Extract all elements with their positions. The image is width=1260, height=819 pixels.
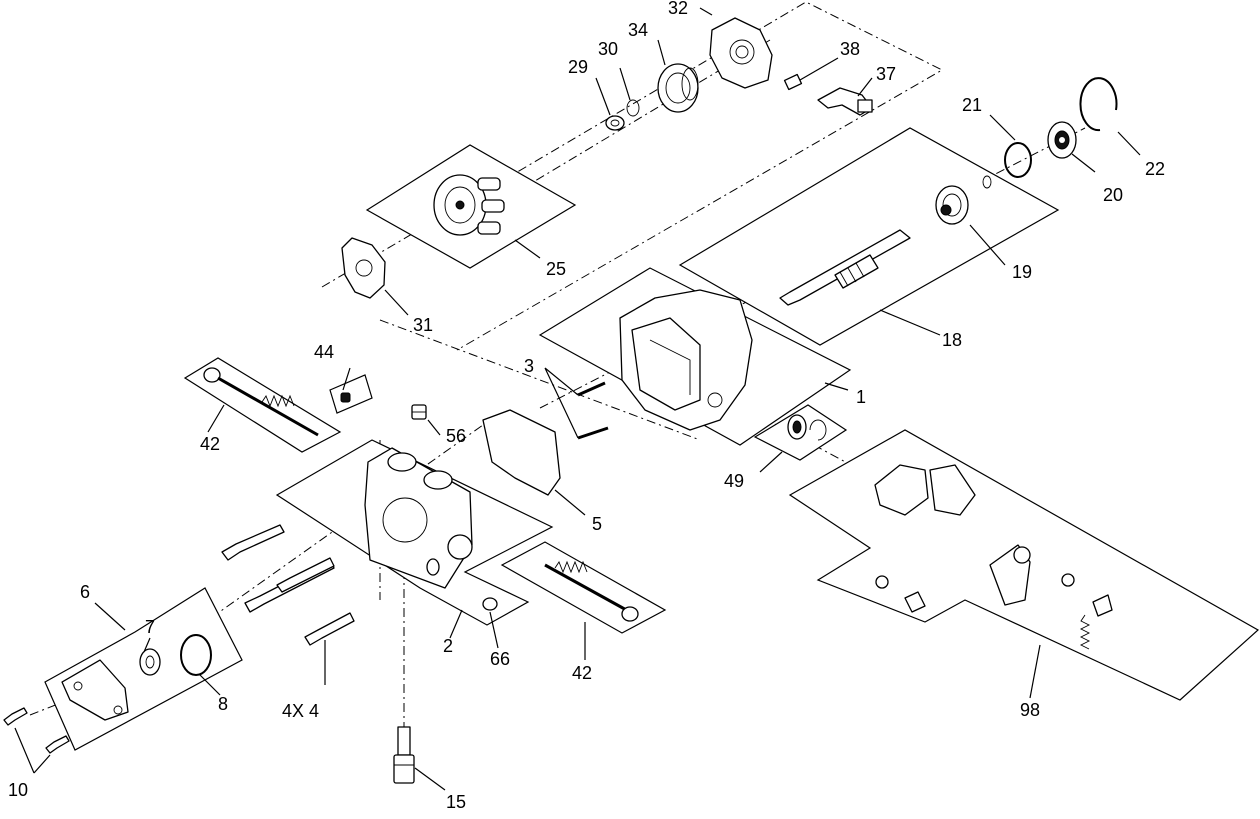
part-44-check [340,392,351,403]
callout-98: 98 [1020,700,1040,720]
part-10-screws [3,707,70,754]
part-38-block [783,73,803,91]
part-49-seal [787,414,827,441]
part-19-bearing [935,185,969,225]
callout-7: 7 [145,617,155,637]
part-3-pin-a [577,381,606,397]
part-5-gasket [482,409,561,496]
callout-38: 38 [840,39,860,59]
callout-15: 15 [446,792,466,812]
part-31-plate [341,237,386,299]
callout-5: 5 [592,514,602,534]
part-37-lever [817,87,873,116]
part-18-shaft [779,229,911,306]
part-3-pin-b [577,426,609,440]
callout-6: 6 [80,582,90,602]
part-42-valve-bottom [544,560,639,622]
part-2-endcap [364,447,473,589]
group-boxes [44,127,1260,751]
callout-2: 2 [443,636,453,656]
callout-25: 25 [546,259,566,279]
callout-49: 49 [724,471,744,491]
callout-22: 22 [1145,159,1165,179]
callout-66: 66 [490,649,510,669]
part-4-bolts [221,524,355,646]
part-98-control-group [874,464,1113,650]
part-34-bearing [657,63,699,113]
callout-3: 3 [524,356,534,376]
part-15-stem [393,726,415,784]
callout-56: 56 [446,426,466,446]
part-32-housing [709,17,773,89]
callout-37: 37 [876,64,896,84]
callout-34: 34 [628,20,648,40]
part-22-snap-ring [1079,77,1118,132]
part-20-seal [1047,121,1077,159]
callout-8: 8 [218,694,228,714]
callout-42-top: 42 [200,434,220,454]
group-box-44 [329,374,373,414]
part-8-oring [180,634,212,676]
callout-42-bottom: 42 [572,663,592,683]
callout-30: 30 [598,39,618,59]
parts [3,17,1118,784]
callout-31: 31 [413,315,433,335]
callout-19: 19 [1012,262,1032,282]
callout-32: 32 [668,0,688,18]
part-19-ring [982,175,992,189]
part-1-housing [619,289,753,431]
callout-10: 10 [8,780,28,800]
callout-29: 29 [568,57,588,77]
part-7-gear [139,648,161,676]
part-29-spring [605,115,625,131]
leader-lines [14,7,1141,791]
part-66-plug [482,597,498,611]
part-56-plug [411,404,427,420]
callout-4: 4X 4 [282,701,319,721]
group-box-18 [678,127,1060,346]
part-42-valve-top [203,367,319,437]
callout-labels: 32 34 30 29 38 37 21 22 20 19 18 25 31 4… [8,0,1165,812]
callout-20: 20 [1103,185,1123,205]
part-21-ring [1004,142,1032,178]
part-30-ring [626,99,640,117]
part-6-cover [61,659,129,721]
callout-18: 18 [942,330,962,350]
callout-44: 44 [314,342,334,362]
callout-21: 21 [962,95,982,115]
callout-1: 1 [856,387,866,407]
part-25-cylinder-block [433,174,505,236]
